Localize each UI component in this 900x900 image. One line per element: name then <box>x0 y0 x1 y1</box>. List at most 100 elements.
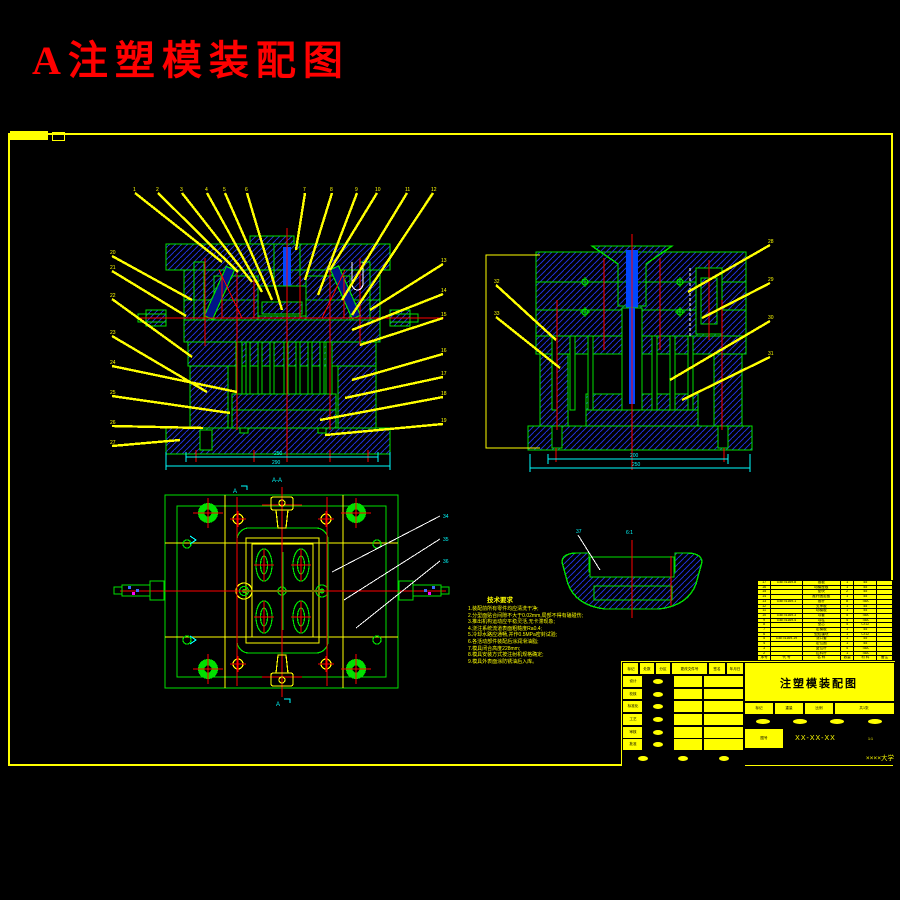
balloon-number: 4 <box>205 187 208 193</box>
leader-line <box>701 281 771 320</box>
section-label: A-A <box>272 478 282 484</box>
balloon-number: 27 <box>110 440 116 446</box>
note-line: 7.模具闭合高度228mm; <box>468 645 521 652</box>
leader-line <box>369 262 444 312</box>
balloon-number: 26 <box>110 420 116 426</box>
leader-line <box>495 316 561 369</box>
leader-line <box>355 560 441 629</box>
leader-line <box>319 395 444 422</box>
balloon-number: 25 <box>110 390 116 396</box>
right-section-view: 200 250 <box>485 234 753 472</box>
titleblock-organization: ××××大学 <box>743 748 899 765</box>
leader-line <box>495 284 557 341</box>
titleblock-drawing-name: 注塑模装配图 <box>743 662 895 703</box>
balloon-number: 13 <box>441 258 447 264</box>
titleblock-cell: 年月日 <box>725 662 745 676</box>
titleblock-sig-1 <box>743 714 782 729</box>
titleblock-scale-value: 1:1 <box>846 727 895 750</box>
part-section-view: 6:1 <box>561 530 703 618</box>
titleblock-cell <box>702 712 745 727</box>
titleblock-dno-label: 图号 <box>743 727 785 750</box>
note-line: 3.推出机构运动应平稳灵活,无卡滞现象; <box>468 619 555 626</box>
note-line: 6.各活动部件装配后涂润滑油脂; <box>468 638 539 645</box>
leader-line <box>294 192 307 251</box>
titleblock-cell: 签名 <box>707 662 727 676</box>
side-fitting-left <box>113 580 165 601</box>
leader-line <box>111 269 187 318</box>
titleblock-cell <box>702 674 745 689</box>
titleblock-sig-4 <box>855 714 895 729</box>
title-block: 注塑模装配图 标记 重量 比例 共1张 图号 XX-XX-XX 1:1 ××××… <box>621 661 899 766</box>
dim-right-outer: 250 <box>632 462 641 468</box>
balloon-number: 6 <box>245 187 248 193</box>
leader-line <box>205 192 264 293</box>
balloon-number: 28 <box>768 239 774 245</box>
plan-view: A A <box>113 485 450 708</box>
leader-line <box>351 192 434 316</box>
titleblock-cell <box>662 750 704 766</box>
titleblock-cell <box>672 699 704 715</box>
dim-left-outer: 290 <box>272 460 281 466</box>
leader-line <box>344 375 444 400</box>
balloon-number: 22 <box>110 293 116 299</box>
leader-line <box>328 192 379 271</box>
balloon-number: 33 <box>494 311 500 317</box>
part-scale-label: 6:1 <box>626 530 633 536</box>
leader-line <box>111 394 231 415</box>
balloon-number: 23 <box>110 330 116 336</box>
titleblock-cell <box>672 674 704 689</box>
leader-line <box>134 192 223 263</box>
leader-line <box>111 438 181 448</box>
balloon-number: 32 <box>494 279 500 285</box>
leader-line <box>351 352 444 382</box>
bom-header-cell: 名 称 <box>801 655 841 661</box>
leader-line <box>223 192 274 301</box>
titleblock-cell <box>672 724 704 740</box>
balloon-number: 15 <box>441 312 447 318</box>
leader-line <box>111 364 238 394</box>
leader-line <box>359 316 444 347</box>
bom-header-cell: 数量 <box>839 655 855 661</box>
note-line: 1.装配前所有零件均应清洗干净; <box>468 606 539 612</box>
leader-line <box>340 192 409 301</box>
titleblock-cell <box>672 712 704 727</box>
leader-line <box>111 298 193 358</box>
screw-holes <box>182 511 382 672</box>
page-title: A注塑模装配图 <box>32 38 350 83</box>
balloon-number: 2 <box>156 187 159 193</box>
leader-line <box>669 319 771 382</box>
balloon-number: 7 <box>303 187 306 193</box>
titleblock-cell <box>702 699 745 715</box>
titleblock-cell: 更改文件号 <box>670 662 709 676</box>
titleblock-cell <box>702 750 745 766</box>
balloon-number: 29 <box>768 277 774 283</box>
leader-line <box>316 192 359 296</box>
note-line: 5.冷却水路应通畅,并作0.5MPa密封试验; <box>468 632 558 639</box>
balloon-number: 34 <box>443 514 449 520</box>
notes-heading: 技术要求 <box>487 597 513 604</box>
balloon-number: 3 <box>180 187 183 193</box>
note-line: 8.模具安装方式按注射机规格确定; <box>468 652 544 659</box>
side-fitting-right <box>398 580 450 601</box>
balloon-number: 1 <box>133 187 136 193</box>
dim-left-inner: 250 <box>274 451 283 457</box>
balloon-number: 37 <box>576 529 582 535</box>
sprue-bolt-bottom <box>270 654 294 687</box>
dim-right-inner: 200 <box>630 453 639 459</box>
leader-line <box>157 192 239 273</box>
balloon-number: 12 <box>431 187 437 193</box>
balloon-number: 36 <box>443 559 449 565</box>
leader-line <box>245 192 284 311</box>
bom-header-cell: 材 料 <box>853 655 878 661</box>
balloon-number: 8 <box>330 187 333 193</box>
balloon-number: 20 <box>110 250 116 256</box>
bom-header-cell: 代 号 <box>770 655 803 661</box>
balloon-number: 19 <box>441 418 447 424</box>
balloon-number: 18 <box>441 391 447 397</box>
section-mark-top: A <box>233 489 237 495</box>
titleblock-cell: 标记 <box>622 662 640 676</box>
leader-line <box>111 424 204 430</box>
balloon-number: 21 <box>110 265 116 271</box>
